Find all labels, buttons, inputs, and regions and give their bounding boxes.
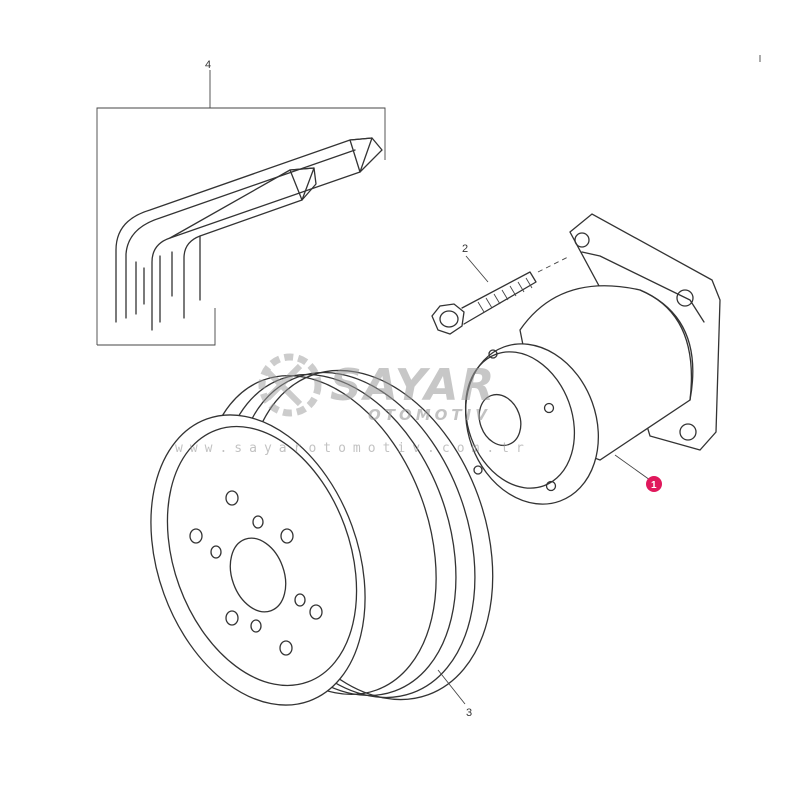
belt-outer-strand <box>115 137 373 331</box>
pulley-hole-4 <box>280 528 294 544</box>
pulley-center-bore <box>229 537 287 613</box>
belt-second-strand <box>169 167 315 319</box>
bolt-leader-line <box>465 255 489 283</box>
pulley-hole-6 <box>294 593 306 607</box>
pump-group: 1 <box>464 213 721 505</box>
belt-inner-strand <box>125 149 356 319</box>
flange-inner-edge <box>581 251 705 323</box>
watermark-gear-icon <box>258 353 322 417</box>
pump-hub-center-bore <box>478 393 522 447</box>
pump-hub-inner-rim <box>464 351 576 489</box>
flange-bolt-hole-1 <box>574 232 590 248</box>
callout-belt: 4 <box>205 59 211 71</box>
bolt-shank <box>461 271 537 325</box>
pulley-hole-10 <box>279 640 293 656</box>
callout-bolt: 2 <box>462 243 468 255</box>
belt-cut-end-mid <box>289 167 317 201</box>
watermark-sub: OTOMOTIV <box>368 406 491 424</box>
belt-bracket-frame <box>96 107 386 346</box>
callout-pulley: 3 <box>466 707 472 719</box>
watermark: SAYAR OTOMOTIV www.sayarotomotiv.com.tr <box>175 353 531 456</box>
pulley-hole-1 <box>225 490 239 506</box>
bolt-head-washer <box>439 310 459 328</box>
bolt-head <box>431 303 465 335</box>
pulley-hole-7 <box>309 604 323 620</box>
pulley-front-inner-ring <box>166 425 358 687</box>
pump-body-edge <box>639 289 694 401</box>
bolt-group: 2 <box>431 243 571 335</box>
flange-bolt-hole-3 <box>679 423 697 441</box>
belt-group: 4 <box>96 59 386 346</box>
belt-ribs <box>135 251 173 323</box>
pump-leader-line <box>614 454 651 481</box>
pulley-hole-8 <box>225 610 239 626</box>
pulley-group: 3 <box>150 369 494 719</box>
hub-bolt-hole-1 <box>543 402 555 414</box>
callout-pump: 1 <box>651 480 657 491</box>
pulley-leader-line <box>437 669 466 705</box>
pulley-hole-3 <box>252 515 264 529</box>
watermark-url: www.sayarotomotiv.com.tr <box>175 441 531 456</box>
hub-bolt-hole-4 <box>473 465 483 475</box>
pulley-hole-5 <box>210 545 222 559</box>
pulley-hole-2 <box>189 528 203 544</box>
watermark-brand: SAYAR <box>330 360 496 411</box>
highlight-badge <box>646 476 662 492</box>
flange-bolt-hole-2 <box>676 289 694 307</box>
bolt-thread <box>477 277 533 313</box>
belt-cut-end-top <box>349 137 383 173</box>
bolt-center-line <box>537 255 571 273</box>
hub-bolt-hole-2 <box>545 480 557 492</box>
hub-bolt-hole-3 <box>488 349 498 359</box>
pulley-hole-9 <box>250 619 262 633</box>
pump-hub-flange <box>464 343 600 505</box>
